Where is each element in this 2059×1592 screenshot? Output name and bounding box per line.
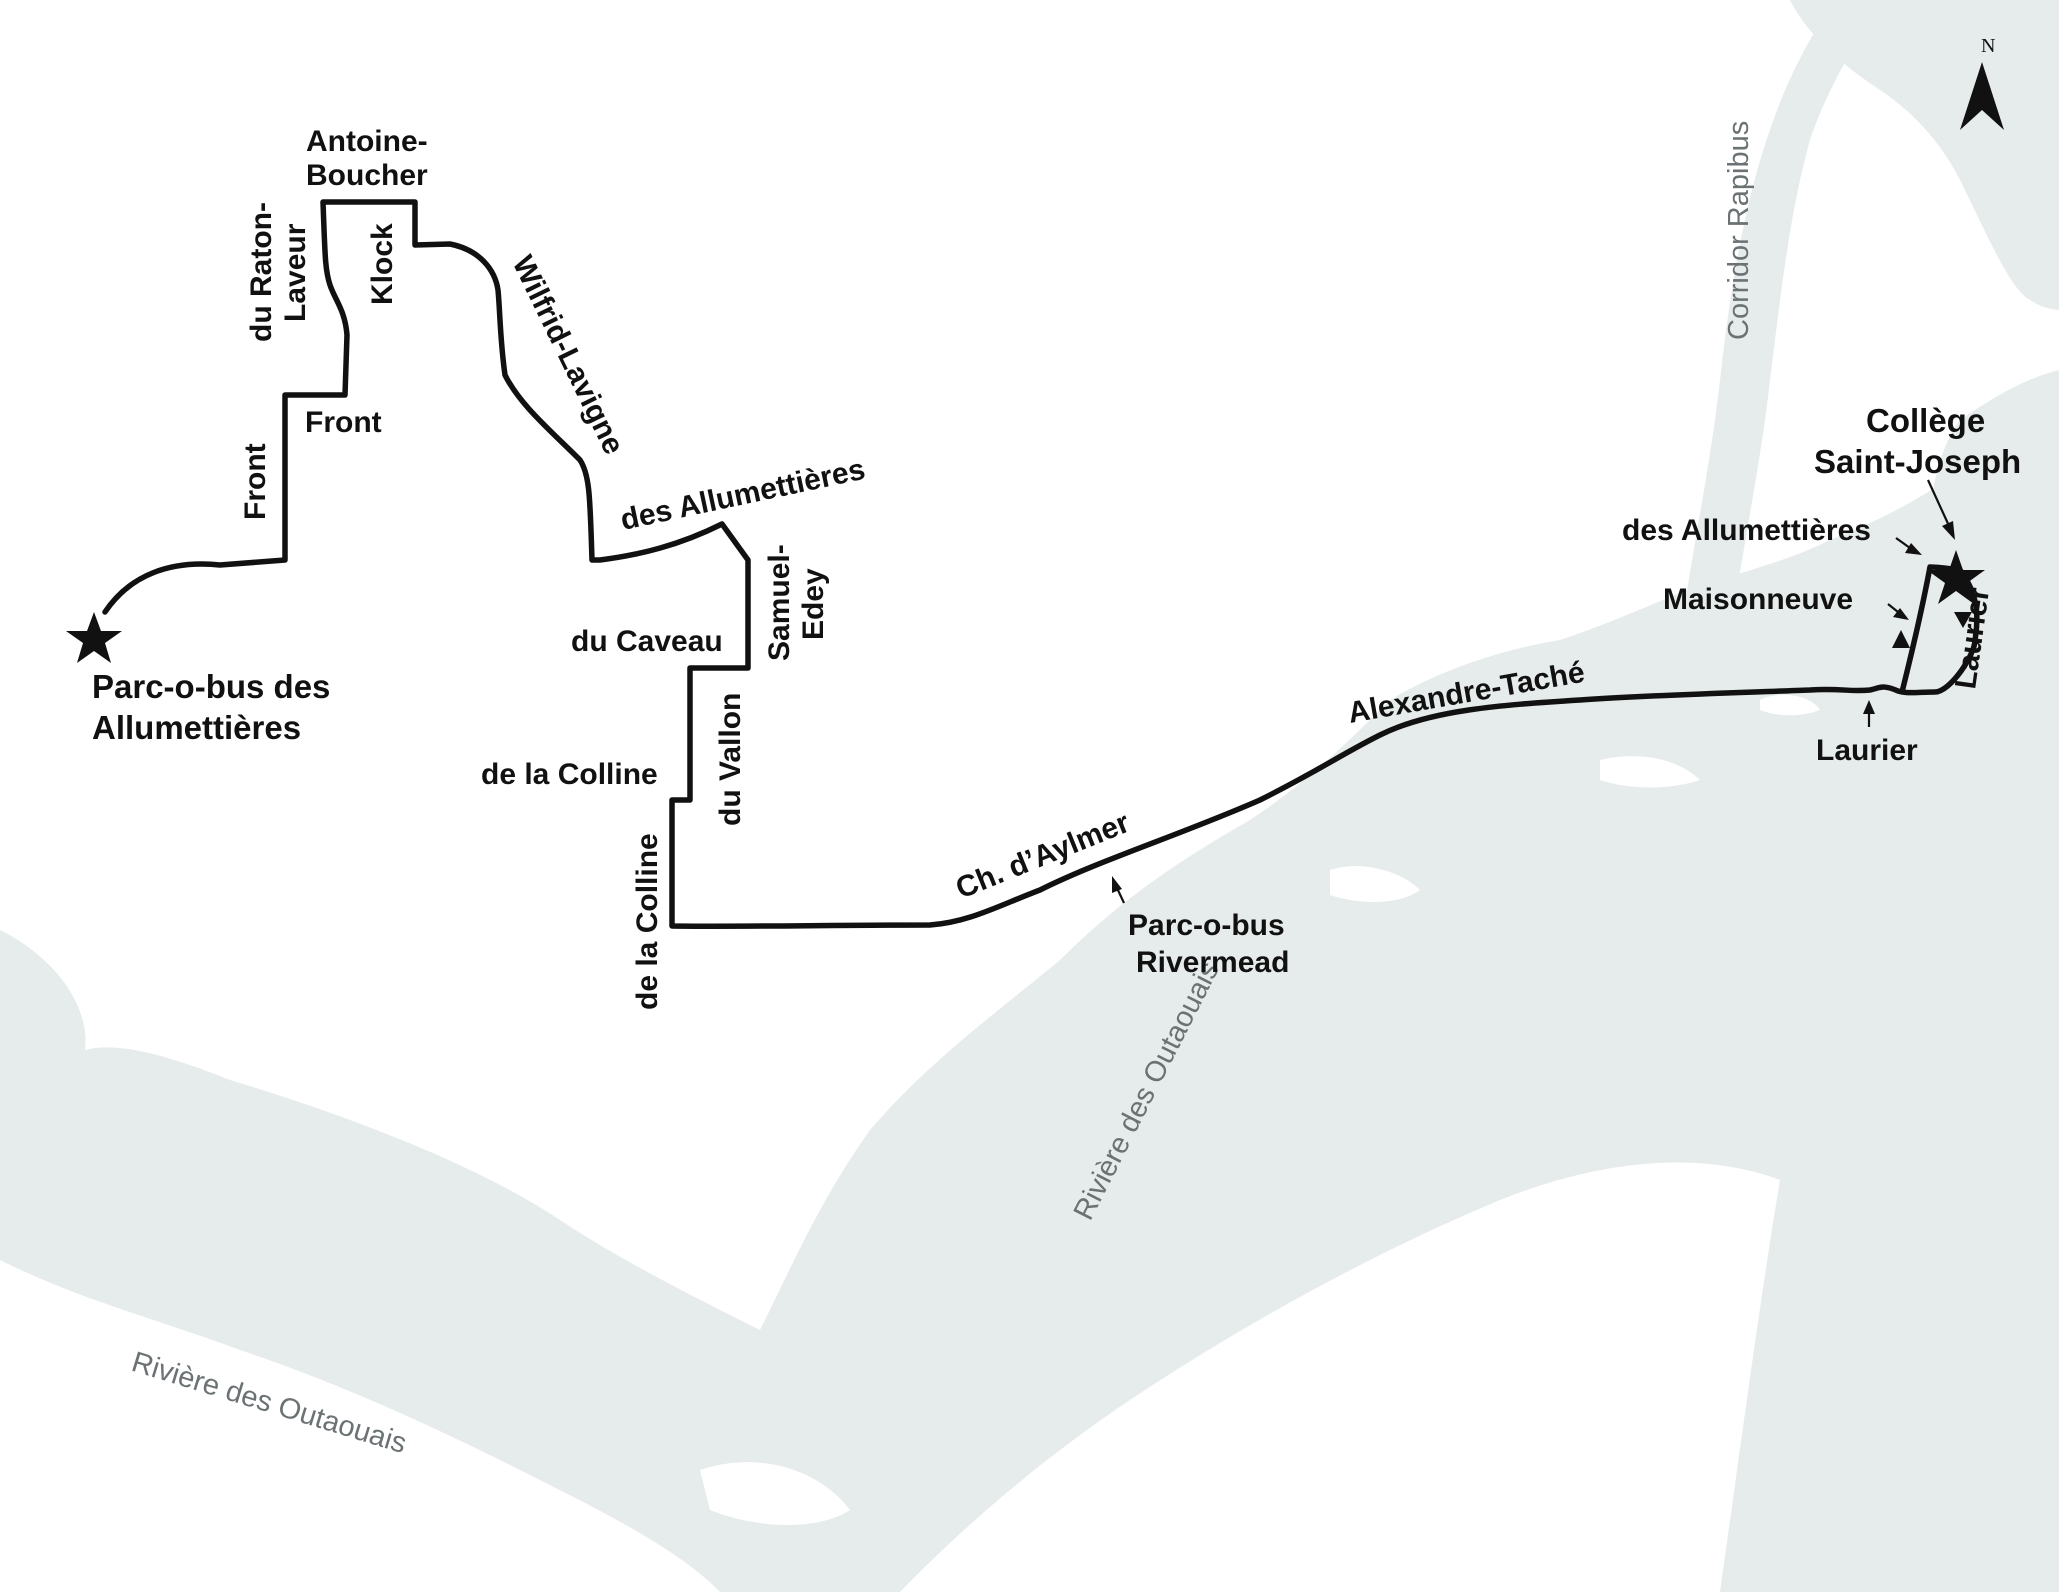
pointer-laurier-bottom-head — [1863, 700, 1875, 714]
shore-lower-middle — [900, 1162, 1780, 1592]
label-origin-1: Parc-o-bus des — [92, 668, 330, 705]
label-antoine-boucher-2: Boucher — [306, 159, 428, 192]
label-front-horizontal: Front — [305, 406, 382, 439]
route-arrow-southbound — [1954, 612, 1972, 628]
route-arrow-northbound — [1892, 630, 1910, 648]
label-antoine-boucher-1: Antoine- — [306, 125, 428, 158]
label-maisonneuve: Maisonneuve — [1663, 583, 1853, 616]
pointer-allumettieres-east — [1895, 537, 1911, 549]
pointer-allumettieres-east-head — [1905, 543, 1922, 555]
pointer-rivermead-head — [1112, 876, 1122, 893]
label-colline-vertical: de la Colline — [631, 833, 664, 1010]
island-southwest — [700, 1462, 850, 1525]
label-klock: Klock — [366, 223, 399, 305]
north-arrow: N — [1960, 35, 2004, 130]
label-raton-laveur-1: du Raton- — [245, 202, 278, 342]
label-caveau: du Caveau — [571, 625, 723, 658]
water-label-rapibus: Corridor Rapibus — [1723, 121, 1755, 340]
island-3 — [1760, 694, 1820, 716]
label-origin-2: Allumettières — [92, 709, 301, 746]
label-front-vertical: Front — [239, 443, 272, 520]
label-samuel-edey-1: Samuel- — [763, 544, 796, 661]
label-terminus-2: Saint-Joseph — [1814, 443, 2021, 480]
island-2 — [1600, 756, 1700, 788]
north-label: N — [1981, 35, 1995, 57]
pointer-arrows — [1112, 479, 1955, 904]
label-wilfrid-lavigne: Wilfrid-Lavigne — [506, 251, 631, 460]
bay-east — [1926, 370, 2059, 720]
label-laurier-bottom: Laurier — [1816, 734, 1918, 767]
island-1 — [1330, 866, 1420, 902]
label-colline-horizontal: de la Colline — [481, 758, 658, 791]
label-rivermead-1: Parc-o-bus — [1128, 909, 1285, 942]
rapibus-corridor — [1680, 0, 1880, 640]
label-rivermead-2: Rivermead — [1136, 946, 1289, 979]
shore-southwest — [0, 1260, 720, 1592]
bay-northeast — [1790, 0, 2059, 310]
label-raton-laveur-2: Laveur — [279, 223, 312, 322]
terminus-star-icon — [1927, 550, 1985, 604]
label-terminus-1: Collège — [1866, 402, 1985, 439]
label-vallon: du Vallon — [714, 693, 747, 826]
pointer-college-head — [1942, 521, 1955, 540]
label-allumettieres-east: des Allumettières — [1622, 514, 1871, 547]
pointer-maisonneuve-head — [1893, 608, 1909, 620]
origin-star-icon — [66, 612, 122, 663]
label-samuel-edey-2: Edey — [797, 568, 830, 640]
bus-route-line — [102, 199, 1980, 930]
north-arrow-icon — [1960, 62, 2004, 130]
pointer-maisonneuve — [1887, 603, 1899, 613]
label-allumettieres-west: des Allumettières — [618, 453, 868, 537]
pointer-college — [1927, 479, 1951, 529]
river-channel-east — [1579, 651, 2059, 1592]
